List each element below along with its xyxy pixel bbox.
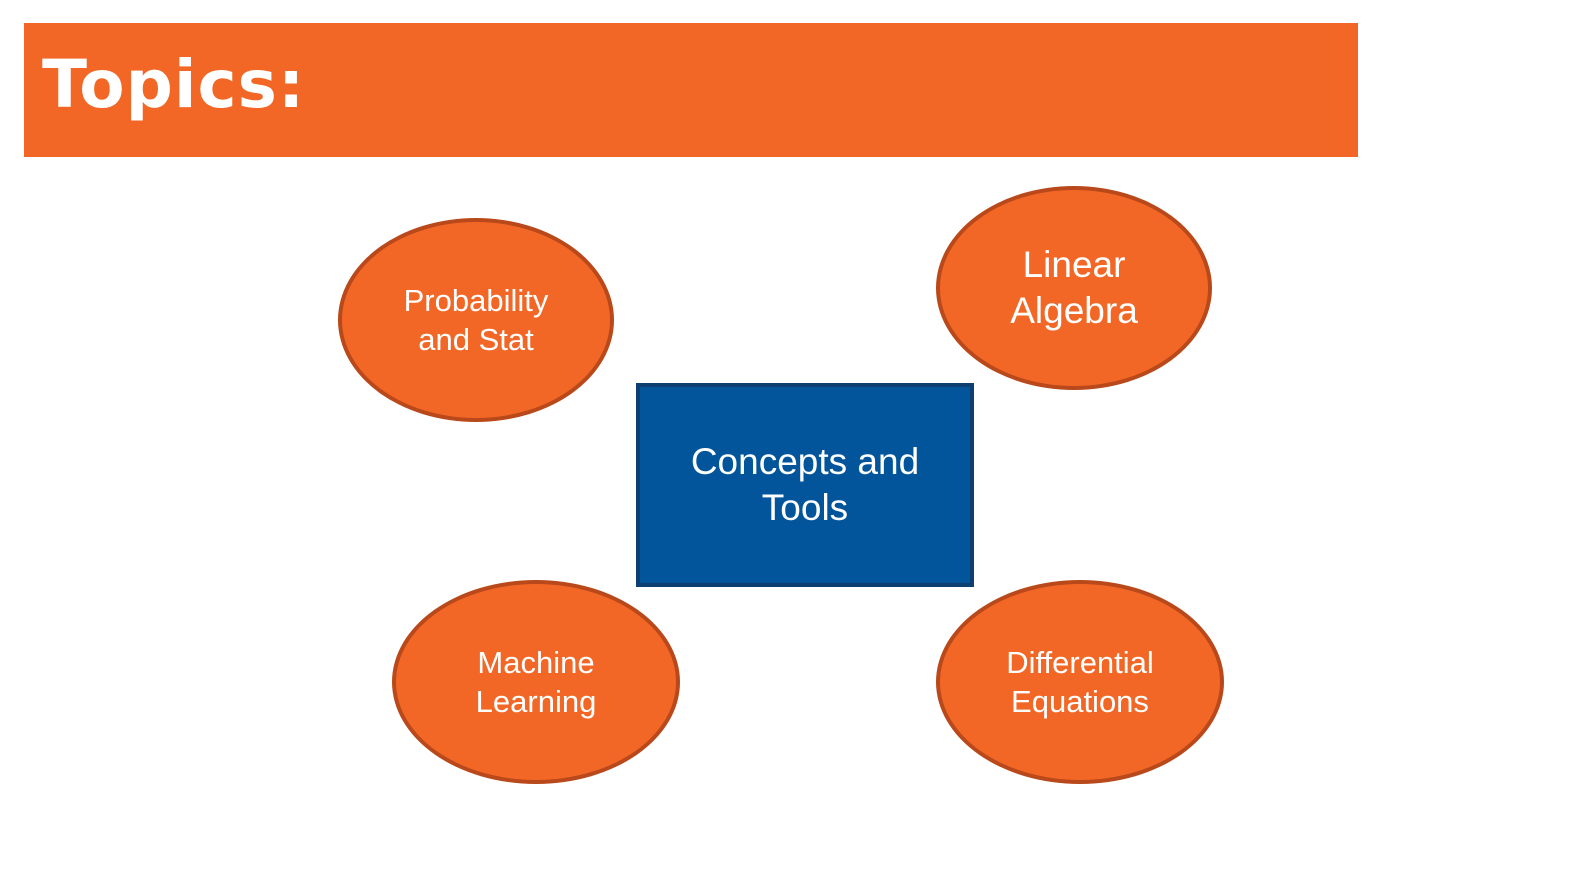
topic-node-label-line-2: Algebra [1010,290,1138,331]
topic-node-label-line-2: Learning [475,684,597,719]
topic-node-probability-and-stat: Probability and Stat [338,218,614,422]
slide-title: Topics: [42,46,306,123]
topic-node-label: Probability and Stat [404,281,549,359]
center-node-concepts-and-tools: Concepts and Tools [636,383,974,587]
topic-node-label-line-1: Differential [1006,645,1154,680]
topic-node-label-line-2: Equations [1011,684,1149,719]
topic-node-label: Linear Algebra [1010,242,1138,334]
center-node-label-line-2: Tools [761,487,849,528]
topic-node-machine-learning: Machine Learning [392,580,680,784]
topic-node-label-line-1: Probability [403,283,549,318]
topic-node-label: Differential Equations [1006,643,1154,721]
center-node-label-line-1: Concepts and [690,441,920,482]
center-node-label: Concepts and Tools [691,439,919,531]
title-banner: Topics: [24,23,1358,157]
topic-node-linear-algebra: Linear Algebra [936,186,1212,390]
topic-node-differential-equations: Differential Equations [936,580,1224,784]
topic-node-label-line-1: Linear [1022,244,1126,285]
topic-node-label: Machine Learning [476,643,597,721]
topic-node-label-line-2: and Stat [418,322,534,357]
topic-node-label-line-1: Machine [477,645,595,680]
